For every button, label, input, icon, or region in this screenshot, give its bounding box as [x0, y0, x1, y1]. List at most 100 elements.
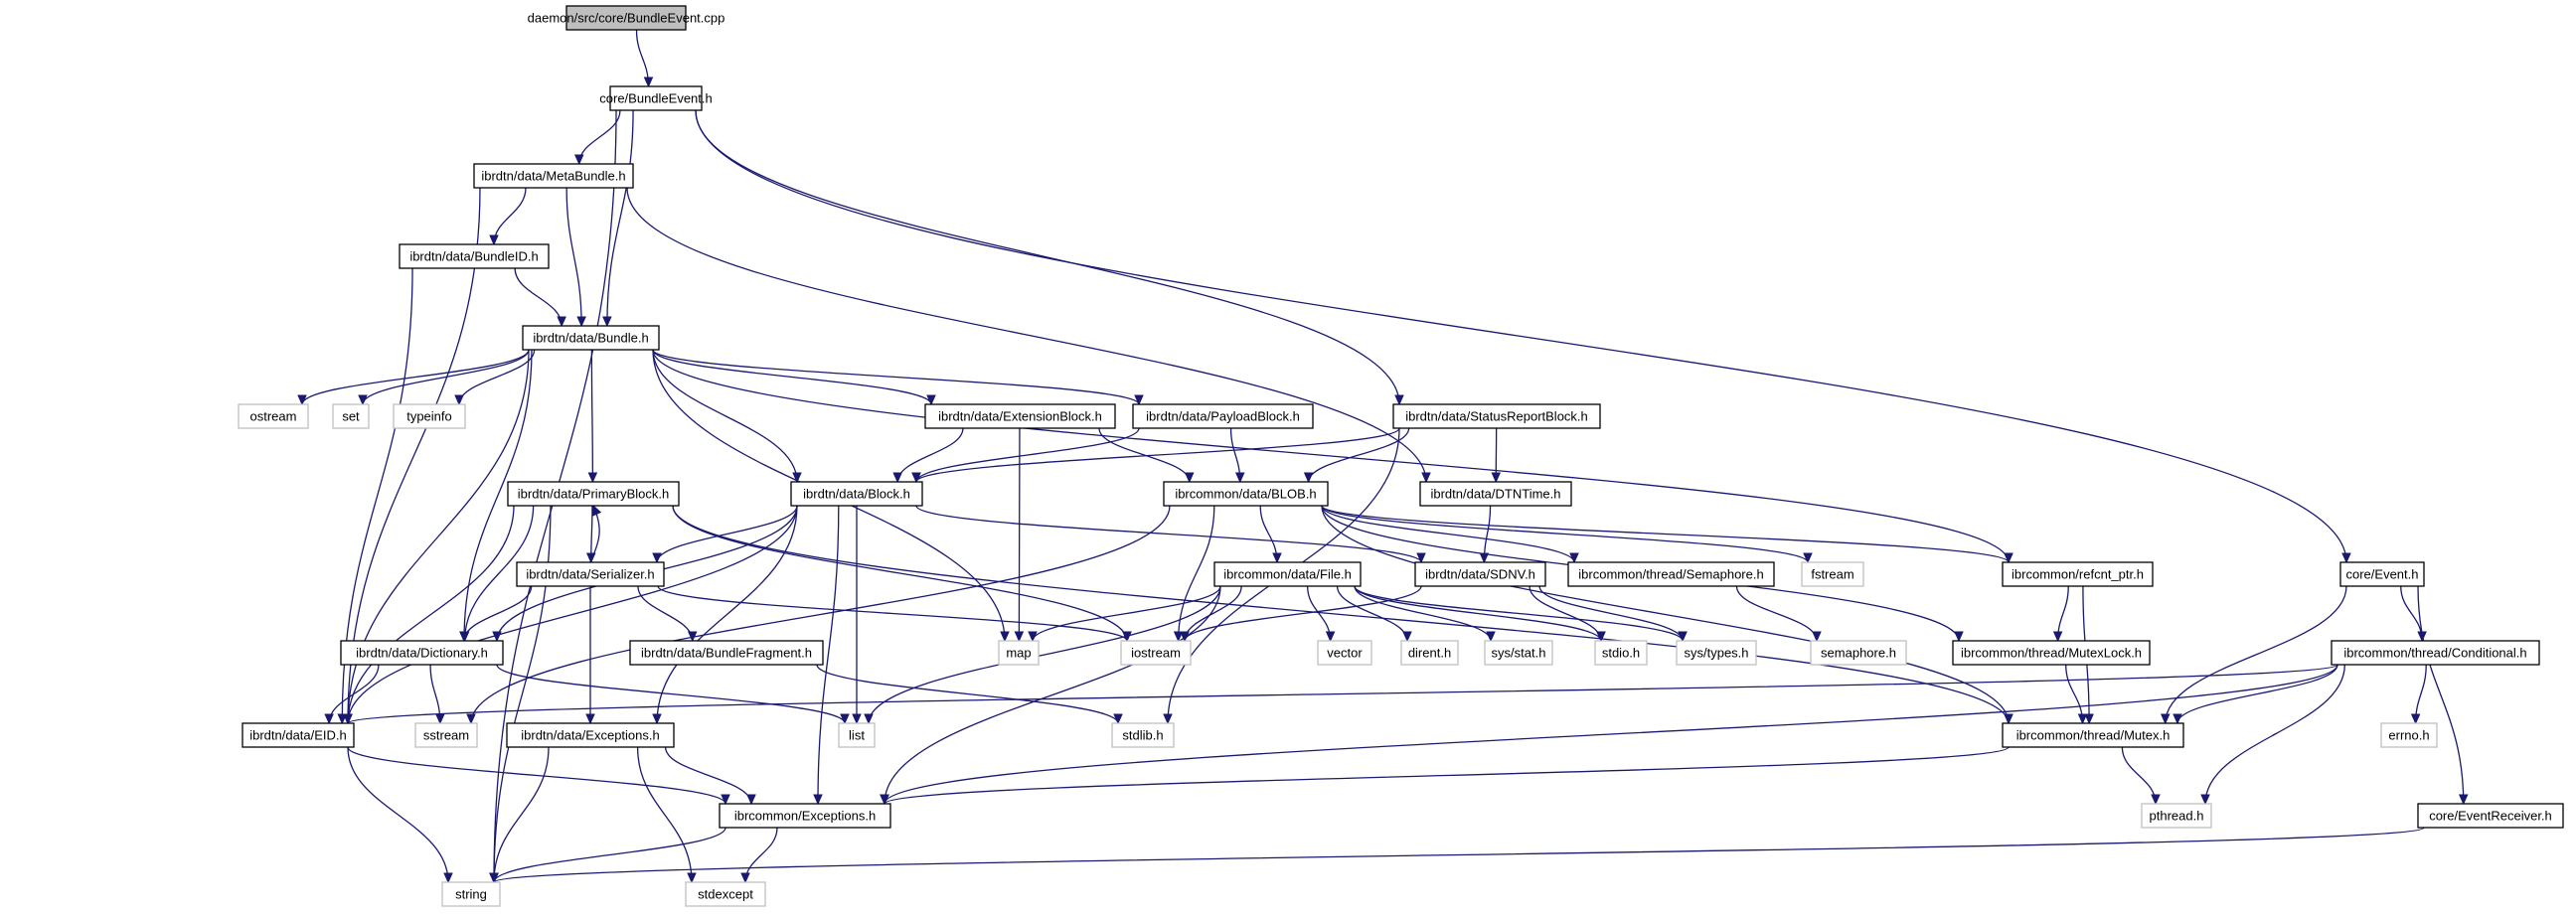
arrowhead-serializer_h-to-primaryblock_h	[592, 504, 602, 517]
node-box	[2417, 803, 2564, 829]
edge-blob_h-to-fstream	[1321, 505, 1809, 563]
edge-metabundle_h-to-bundle_h	[565, 187, 582, 327]
node-label: core/BundleEvent.h	[599, 91, 712, 106]
arrowhead-dictionary_h-to-list	[840, 713, 850, 725]
node-list: list	[838, 722, 876, 748]
edge-ibrcommon_exceptions_h-to-string	[493, 827, 726, 883]
arrowhead-block_h-to-exceptions_h	[652, 713, 662, 725]
arrowhead-extensionblock_h-to-blob_h	[1184, 472, 1195, 484]
node-label: ibrcommon/refcnt_ptr.h	[2012, 567, 2144, 582]
node-fstream: fstream	[1801, 561, 1864, 587]
node-label: ibrdtn/data/Exceptions.h	[521, 728, 659, 743]
node-metabundle-h[interactable]: ibrdtn/data/MetaBundle.h	[473, 163, 634, 189]
node-file-h[interactable]: ibrcommon/data/File.h	[1213, 561, 1362, 587]
node-mutexlock-h[interactable]: ibrcommon/thread/MutexLock.h	[1952, 640, 2151, 666]
node-eid-h[interactable]: ibrdtn/data/EID.h	[242, 722, 355, 748]
node-eventreceiver-h[interactable]: core/EventReceiver.h	[2417, 803, 2564, 829]
node-bundlefragment-h[interactable]: ibrdtn/data/BundleFragment.h	[629, 640, 824, 666]
arrowhead-dtntime_h-to-sdnv_h	[1479, 552, 1490, 564]
node-label: core/Event.h	[2346, 567, 2419, 582]
node-dictionary-h[interactable]: ibrdtn/data/Dictionary.h	[340, 640, 504, 666]
edge-block_h-to-ibrcommon_exceptions_h	[817, 505, 840, 805]
edge-bundle_h-to-refcnt_ptr_h	[652, 349, 2010, 563]
edge-bundle_h-to-ostream	[301, 349, 530, 405]
edge-blob_h-to-semaphore_class_h	[1321, 505, 1575, 563]
arrowhead-eid_h-to-string	[443, 872, 453, 884]
node-core-bundleevent-h[interactable]: core/BundleEvent.h	[599, 85, 713, 111]
node-dtntime-h[interactable]: ibrdtn/data/DTNTime.h	[1419, 481, 1572, 507]
node-sdnv-h[interactable]: ibrdtn/data/SDNV.h	[1414, 561, 1546, 587]
node-blob-h[interactable]: ibrcommon/data/BLOB.h	[1163, 481, 1329, 507]
node-pthread-h: pthread.h	[2141, 803, 2212, 829]
edge-conditional_h-to-mutex_h	[2176, 664, 2338, 724]
node-serializer-h[interactable]: ibrdtn/data/Serializer.h	[516, 561, 665, 587]
node-string: string	[441, 881, 501, 907]
arrowhead-bundle_h-to-primaryblock_h	[587, 472, 598, 484]
node-box	[924, 403, 1116, 429]
node-payloadblock-h[interactable]: ibrdtn/data/PayloadBlock.h	[1132, 403, 1314, 429]
node-statusreportblock-h[interactable]: ibrdtn/data/StatusReportBlock.h	[1392, 403, 1601, 429]
node-conditional-h[interactable]: ibrcommon/thread/Conditional.h	[2331, 640, 2540, 666]
edge-extensionblock_h-to-block_h	[896, 427, 964, 483]
node-box	[507, 481, 680, 507]
edge-statusreportblock_h-to-block_h	[915, 427, 1400, 483]
node-typeinfo: typeinfo	[393, 403, 466, 429]
node-label: ibrcommon/thread/Semaphore.h	[1578, 567, 1763, 582]
node-label: vector	[1327, 646, 1363, 661]
arrowhead-bundle_h-to-map	[1000, 631, 1010, 643]
node-label: string	[455, 887, 487, 902]
node-core-event-h[interactable]: core/Event.h	[2339, 561, 2425, 587]
node-primaryblock-h[interactable]: ibrdtn/data/PrimaryBlock.h	[507, 481, 680, 507]
edge-bundle_h-to-payloadblock_h	[652, 349, 1140, 405]
node-label: ibrdtn/data/Bundle.h	[533, 331, 648, 346]
node-label: semaphore.h	[1821, 646, 1896, 661]
arrowhead-bundle_h-to-block_h	[792, 472, 802, 484]
node-box	[1163, 481, 1329, 507]
node-box	[414, 722, 478, 748]
node-bundleid-h[interactable]: ibrdtn/data/BundleID.h	[399, 243, 550, 269]
node-label: ibrcommon/thread/Conditional.h	[2343, 646, 2526, 661]
edge-conditional_h-to-ibrcommon_exceptions_h	[884, 664, 2338, 805]
arrowhead-blob_h-to-iostream	[1173, 631, 1184, 643]
arrowhead-extensionblock_h-to-block_h	[892, 472, 902, 484]
edge-exceptions_h-to-string	[493, 746, 550, 883]
node-box	[1317, 640, 1372, 666]
arrowhead-dictionary_h-to-eid_h	[324, 713, 334, 725]
node-box	[790, 481, 923, 507]
node-label: sys/types.h	[1684, 646, 1748, 661]
edge-core_bundleevent_h-to-core_event_h	[695, 109, 2347, 563]
edge-bundlefragment_h-to-stdlib_h	[816, 664, 1119, 724]
edge-exceptions_h-to-stdexcept	[636, 746, 693, 883]
node-box	[2331, 640, 2540, 666]
arrowhead-file_h-to-sys_stat_h	[1486, 631, 1496, 643]
node-label: stdio.h	[1602, 646, 1640, 661]
node-bundle-h[interactable]: ibrdtn/data/Bundle.h	[522, 325, 660, 351]
edge-bundle_h-to-primaryblock_h	[590, 349, 594, 483]
edge-eid_h-to-string	[347, 746, 449, 883]
node-stdio-h: stdio.h	[1594, 640, 1648, 666]
node-block-h[interactable]: ibrdtn/data/Block.h	[790, 481, 923, 507]
node-refcnt-ptr-h[interactable]: ibrcommon/refcnt_ptr.h	[2002, 561, 2154, 587]
edge-sdnv_h-to-iostream	[1184, 585, 1422, 642]
node-sys-stat-h: sys/stat.h	[1484, 640, 1553, 666]
edge-core_bundleevent_h-to-metabundle_h	[578, 109, 621, 165]
node-mutex-h[interactable]: ibrcommon/thread/Mutex.h	[2002, 722, 2184, 748]
node-semaphore-class-h[interactable]: ibrcommon/thread/Semaphore.h	[1567, 561, 1775, 587]
node-extensionblock-h[interactable]: ibrdtn/data/ExtensionBlock.h	[924, 403, 1116, 429]
node-label: ibrdtn/data/PayloadBlock.h	[1146, 409, 1300, 424]
nodes-layer: daemon/src/core/BundleEvent.cpp core/Bund…	[238, 5, 2564, 907]
node-ibrcommon-exceptions-h[interactable]: ibrcommon/Exceptions.h	[719, 803, 891, 829]
arrowhead-file_h-to-dirent_h	[1402, 631, 1412, 643]
node-root[interactable]: daemon/src/core/BundleEvent.cpp	[528, 5, 725, 31]
arrowhead-metabundle_h-to-bundleid_h	[489, 234, 499, 246]
node-label: fstream	[1811, 567, 1853, 582]
node-label: ibrdtn/data/ExtensionBlock.h	[938, 409, 1102, 424]
arrowhead-ibrcommon_exceptions_h-to-stdexcept	[740, 872, 750, 884]
node-label: iostream	[1131, 646, 1181, 661]
node-exceptions-h[interactable]: ibrdtn/data/Exceptions.h	[506, 722, 675, 748]
edge-blob_h-to-refcnt_ptr_h	[1321, 505, 2010, 563]
edge-eventreceiver_h-to-string	[493, 827, 2425, 883]
arrowhead-core_event_h-to-eventreceiver_h	[2458, 794, 2469, 806]
node-label: ibrcommon/thread/Mutex.h	[2016, 728, 2171, 743]
